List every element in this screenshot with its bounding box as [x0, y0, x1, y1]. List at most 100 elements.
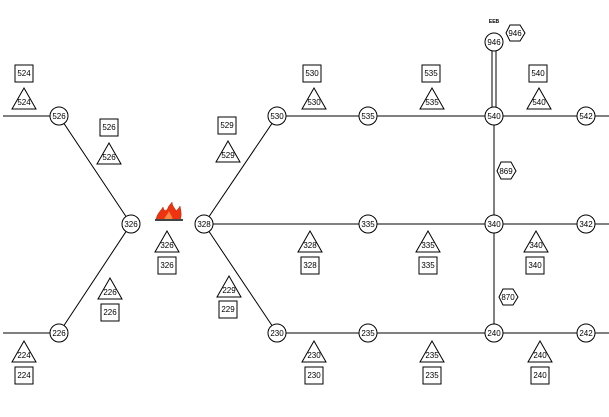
square-524[interactable]: 524: [14, 64, 34, 83]
node-label: 226: [52, 329, 66, 338]
node-label: 326: [124, 220, 138, 229]
triangle-label: 226: [103, 288, 117, 297]
eeb-tag: EEB: [489, 19, 500, 25]
triangle-526[interactable]: 526: [96, 141, 122, 165]
square-label: 230: [307, 371, 321, 380]
hexagon-label: 946: [508, 29, 522, 38]
triangle-229[interactable]: 229: [216, 274, 242, 298]
node-label: 340: [487, 220, 501, 229]
node-342[interactable]: 342: [576, 214, 596, 234]
node-326[interactable]: 326: [121, 214, 141, 234]
node-328[interactable]: 328: [194, 214, 214, 234]
square-328[interactable]: 328: [300, 256, 320, 275]
square-340[interactable]: 340: [525, 256, 545, 275]
node-335[interactable]: 335: [358, 214, 378, 234]
node-230[interactable]: 230: [267, 323, 287, 343]
connection-lines: [3, 42, 609, 334]
node-label: 242: [579, 329, 593, 338]
node-label: 946: [487, 38, 501, 47]
triangle-529[interactable]: 529: [215, 139, 241, 163]
triangle-label: 526: [102, 153, 116, 162]
square-label: 335: [421, 261, 435, 270]
square-label: 530: [305, 69, 319, 78]
node-label: 240: [487, 329, 501, 338]
node-label: 530: [270, 112, 284, 121]
triangle-label: 328: [303, 241, 317, 250]
square-label: 524: [17, 69, 31, 78]
triangle-240[interactable]: 240: [527, 339, 553, 363]
hexagon-label: 870: [501, 293, 515, 302]
triangle-label: 240: [533, 351, 547, 360]
square-540[interactable]: 540: [528, 64, 548, 83]
triangle-326[interactable]: 326: [154, 229, 180, 253]
triangle-label: 529: [221, 151, 235, 160]
triangle-label: 535: [425, 98, 439, 107]
node-label: 328: [197, 220, 211, 229]
node-340[interactable]: 340: [484, 214, 504, 234]
square-label: 535: [424, 69, 438, 78]
triangle-label: 335: [421, 241, 435, 250]
triangle-226[interactable]: 226: [97, 276, 123, 300]
square-label: 235: [425, 371, 439, 380]
node-946[interactable]: 946: [484, 32, 504, 52]
triangle-label: 326: [160, 241, 174, 250]
triangle-535[interactable]: 535: [419, 86, 445, 110]
triangle-540[interactable]: 540: [526, 86, 552, 110]
triangle-230[interactable]: 230: [301, 339, 327, 363]
square-235[interactable]: 235: [422, 366, 442, 385]
square-526[interactable]: 526: [99, 118, 119, 137]
hexagon-946[interactable]: 946: [505, 24, 526, 42]
triangle-224[interactable]: 224: [11, 339, 37, 363]
node-242[interactable]: 242: [576, 323, 596, 343]
node-label: 535: [361, 112, 375, 121]
square-label: 540: [531, 69, 545, 78]
square-530[interactable]: 530: [302, 64, 322, 83]
hexagon-870[interactable]: 870: [498, 288, 519, 306]
hexagon-869[interactable]: 869: [496, 161, 517, 180]
node-542[interactable]: 542: [576, 106, 596, 126]
node-label: 235: [361, 329, 375, 338]
triangle-524[interactable]: 524: [11, 86, 37, 110]
node-526[interactable]: 526: [49, 106, 69, 126]
triangle-335[interactable]: 335: [415, 229, 441, 253]
square-label: 340: [528, 261, 542, 270]
square-label: 328: [303, 261, 317, 270]
fire-icon: [155, 201, 183, 221]
square-224[interactable]: 224: [14, 366, 34, 385]
triangle-label: 524: [17, 98, 31, 107]
square-229[interactable]: 229: [218, 300, 238, 319]
triangle-530[interactable]: 530: [301, 86, 327, 110]
triangle-label: 229: [222, 286, 236, 295]
square-label: 229: [221, 305, 235, 314]
node-label: 342: [579, 220, 593, 229]
square-230[interactable]: 230: [304, 366, 324, 385]
square-529[interactable]: 529: [217, 116, 237, 135]
node-540[interactable]: 540: [484, 106, 504, 126]
node-240[interactable]: 240: [484, 323, 504, 343]
triangle-340[interactable]: 340: [523, 229, 549, 253]
square-label: 240: [533, 371, 547, 380]
node-label: 542: [579, 112, 593, 121]
node-226[interactable]: 226: [49, 323, 69, 343]
square-240[interactable]: 240: [530, 366, 550, 385]
triangle-label: 224: [17, 351, 31, 360]
node-235[interactable]: 235: [358, 323, 378, 343]
square-326[interactable]: 326: [157, 256, 177, 275]
node-label: 335: [361, 220, 375, 229]
triangle-label: 340: [529, 241, 543, 250]
square-335[interactable]: 335: [418, 256, 438, 275]
square-label: 224: [17, 371, 31, 380]
node-535[interactable]: 535: [358, 106, 378, 126]
node-label: 526: [52, 112, 66, 121]
node-label: 540: [487, 112, 501, 121]
square-226[interactable]: 226: [100, 303, 120, 322]
triangle-label: 235: [425, 351, 439, 360]
triangle-235[interactable]: 235: [419, 339, 445, 363]
square-label: 326: [160, 261, 174, 270]
triangle-328[interactable]: 328: [297, 229, 323, 253]
square-535[interactable]: 535: [421, 64, 441, 83]
node-530[interactable]: 530: [267, 106, 287, 126]
square-label: 529: [220, 121, 234, 130]
triangle-label: 230: [307, 351, 321, 360]
